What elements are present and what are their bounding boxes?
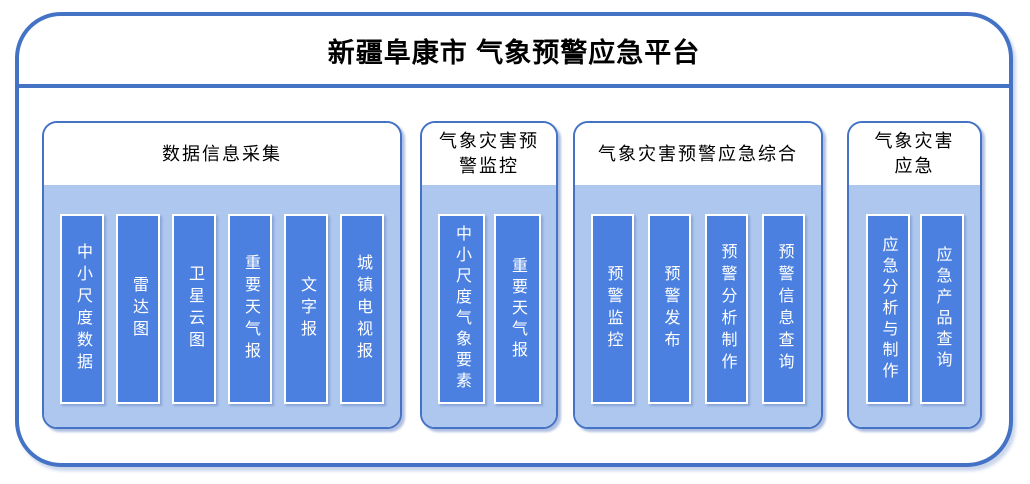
section-title-line: 气象灾害预警应急综合 [598,143,798,164]
section-title-line: 数据信息采集 [162,143,282,164]
module-item: 重要天气报 [228,214,272,404]
sections-row: 数据信息采集 中小尺度数据 雷达图 卫星云图 重要天气报 文字报 城镇电视报 气… [19,88,1009,459]
module-item: 预警信息查询 [762,214,805,404]
module-item: 应急分析与制作 [865,214,910,404]
section-disaster-emergency: 气象灾害 应急 应急分析与制作 应急产品查询 [847,121,982,429]
section-title-line: 气象灾害预 [439,131,539,151]
module-item: 预警监控 [591,214,634,404]
section-data-collection-body: 中小尺度数据 雷达图 卫星云图 重要天气报 文字报 城镇电视报 [44,185,400,427]
section-disaster-emergency-title: 气象灾害 应急 [849,123,980,185]
platform-title-bar: 新疆阜康市 气象预警应急平台 [19,16,1009,88]
module-item: 卫星云图 [172,214,216,404]
module-item: 中小尺度气象要素 [437,214,485,404]
platform-title: 新疆阜康市 气象预警应急平台 [327,37,701,68]
section-title-line: 应急 [894,156,935,176]
section-disaster-warning-monitoring-title: 气象灾害预 警监控 [422,123,556,185]
section-warning-emergency-comprehensive: 气象灾害预警应急综合 预警监控 预警发布 预警分析制作 预警信息查询 [573,121,823,429]
module-item: 城镇电视报 [340,214,384,404]
section-data-collection-title: 数据信息采集 [44,123,400,185]
module-item: 重要天气报 [493,214,541,404]
module-item: 雷达图 [116,214,160,404]
module-item: 预警分析制作 [705,214,748,404]
module-item: 中小尺度数据 [60,214,104,404]
module-item: 应急产品查询 [919,214,964,404]
section-disaster-emergency-body: 应急分析与制作 应急产品查询 [849,185,980,427]
section-warning-emergency-comprehensive-title: 气象灾害预警应急综合 [575,123,821,185]
section-disaster-warning-monitoring-body: 中小尺度气象要素 重要天气报 [422,185,556,427]
section-warning-emergency-comprehensive-body: 预警监控 预警发布 预警分析制作 预警信息查询 [575,185,821,427]
section-data-collection: 数据信息采集 中小尺度数据 雷达图 卫星云图 重要天气报 文字报 城镇电视报 [42,121,402,429]
section-title-line: 气象灾害 [874,131,955,151]
platform-frame: 新疆阜康市 气象预警应急平台 数据信息采集 中小尺度数据 雷达图 卫星云图 重要… [15,12,1013,467]
module-item: 文字报 [284,214,328,404]
section-disaster-warning-monitoring: 气象灾害预 警监控 中小尺度气象要素 重要天气报 [420,121,558,429]
section-title-line: 警监控 [459,156,519,176]
module-item: 预警发布 [648,214,691,404]
